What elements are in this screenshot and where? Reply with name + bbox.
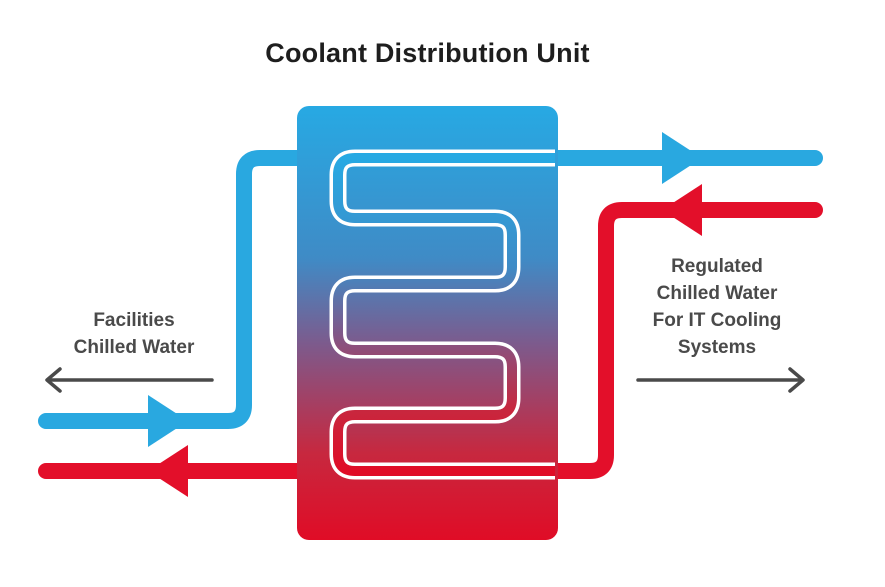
regulated-label-line-4: Systems [677,337,757,358]
regulated-label-line-2: Chilled Water [656,283,778,304]
left-direction-arrow-icon [45,367,214,393]
regulated-chilled-water-label: Regulated Chilled Water For IT Cooling S… [612,253,822,361]
facilities-label-line-2: Chilled Water [73,337,195,358]
it-return-pipe [547,202,823,479]
heat-exchanger-coil-channel [333,153,555,476]
supply-in-arrow-icon [148,395,188,447]
regulated-label-line-3: For IT Cooling [652,310,782,331]
right-direction-arrow-icon [636,367,805,393]
facilities-supply-pipe [38,150,308,429]
facilities-chilled-water-label: Facilities Chilled Water [40,307,228,361]
return-out-arrow-icon [148,445,188,497]
facilities-label-line-1: Facilities [93,310,175,331]
it-supply-out-arrow-icon [662,132,702,184]
diagram-title: Coolant Distribution Unit [265,38,590,68]
it-return-in-arrow-icon [662,184,702,236]
regulated-label-line-1: Regulated [671,256,763,277]
